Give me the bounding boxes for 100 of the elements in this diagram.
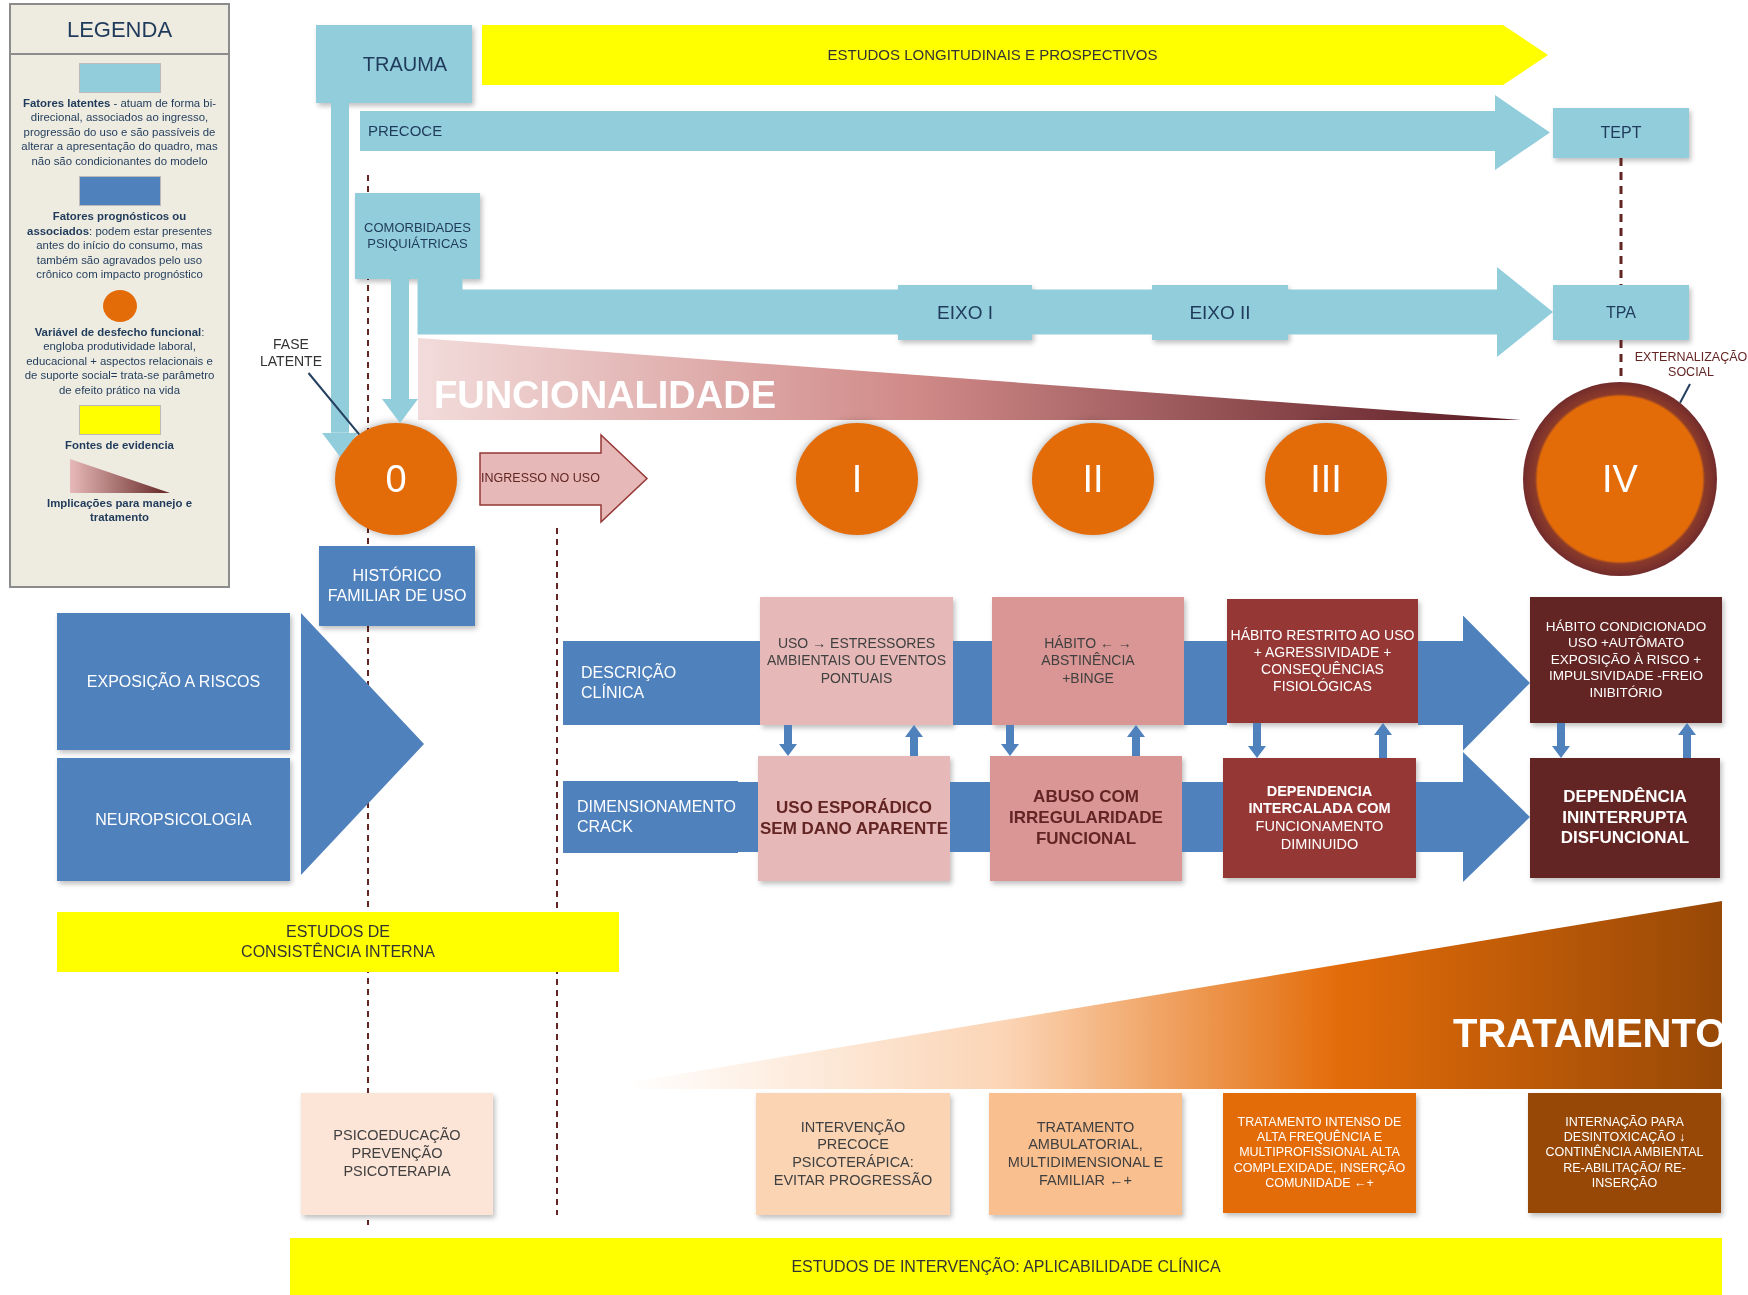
arrow	[1374, 723, 1392, 758]
evidence-band	[57, 912, 619, 972]
box-label: DEPENDENCIA INTERCALADA COM FUNCIONAMENTO DIMINUIDO	[1247, 782, 1392, 854]
evidence-banner	[482, 25, 1548, 85]
treatment-box	[1223, 1093, 1416, 1213]
treatment-box	[1528, 1093, 1721, 1213]
box-label: HÁBITO CONDICIONADO USO +AUTÔMATO EXPOSIÇÃO À RISCO + IMPULSIVIDADE -FREIO INIBITÓRIO	[1544, 618, 1708, 702]
stage-box	[990, 756, 1182, 881]
box-label: DESCRIÇÃO CLÍNICA	[581, 663, 678, 703]
box-label: ESTUDOS DE CONSISTÊNCIA INTERNA	[240, 922, 436, 962]
stage-number: IV	[1602, 456, 1638, 502]
box-label: EXPOSIÇÃO A RISCOS	[86, 671, 261, 692]
box-label: INTERVENÇÃO PRECOCE PSICOTERÁPICA: EVITAR PROGRESSÃO	[772, 1118, 934, 1190]
factor-box	[1553, 285, 1689, 340]
box-label: EIXO I	[937, 300, 993, 325]
box-label: ABUSO COM IRREGULARIDADE FUNCIONAL	[1008, 787, 1164, 850]
leader-line	[1679, 383, 1691, 404]
description-box	[760, 597, 953, 725]
arrow	[1001, 725, 1019, 756]
factor-box	[57, 758, 290, 881]
legend-title: LEGENDA	[11, 5, 228, 55]
factor-box	[319, 546, 475, 626]
evidence-band	[290, 1238, 1722, 1295]
wedge-title: FUNCIONALIDADE	[434, 373, 776, 418]
flow-arrow	[1288, 267, 1553, 357]
stage-circle	[1032, 423, 1154, 535]
box-label: TRATAMENTO AMBULATORIAL, MULTIDIMENSIONAL E FAMILIAR ←+	[1006, 1118, 1165, 1190]
stage-circle	[796, 423, 918, 535]
stage-box	[1530, 758, 1720, 878]
box-label: NEUROPSICOLOGIA	[95, 809, 252, 830]
stage-box	[758, 756, 950, 881]
stage-box	[1223, 758, 1416, 878]
flow-band	[417, 279, 898, 335]
box-label: HISTÓRICO FAMILIAR DE USO	[326, 566, 468, 606]
box-label: HÁBITO ← → ABSTINÊNCIA +BINGE	[1040, 635, 1136, 687]
flow-band	[1032, 289, 1152, 335]
description-box	[1530, 597, 1722, 723]
treatment-box	[756, 1093, 950, 1215]
arrow	[1127, 725, 1145, 756]
box-label: COMORBIDADES PSIQUIÁTRICAS	[363, 220, 472, 252]
arrow-label: ESTUDOS LONGITUDINAIS E PROSPECTIVOS	[826, 44, 1159, 65]
arrow	[779, 725, 797, 756]
arrow	[1678, 723, 1696, 758]
box-label: INTERNAÇÃO PARA DESINTOXICAÇÃO ↓ CONTINÊNCIA AMBIENTAL RE-ABILITAÇÃO/ RE-INSERÇÃO	[1544, 1114, 1705, 1192]
box-label: TRAUMA	[362, 51, 448, 77]
entry-banner	[480, 435, 647, 522]
flow-arrow	[1418, 615, 1530, 751]
box-label: DEPENDÊNCIA ININTERRUPTA DISFUNCIONAL	[1559, 786, 1691, 850]
flow-band	[1184, 641, 1227, 725]
legend-text: Fatores latentes - atuam de forma bi-direcional, associados ao ingresso, progressão do uso e são passíveis de alterar a apresentação do quadro, mas não são condicionantes do modelo	[20, 96, 219, 169]
dashed-line	[1619, 158, 1623, 285]
wedge-title: TRATAMENTO	[1453, 1010, 1727, 1057]
factor-box	[1553, 108, 1689, 158]
stage-number: I	[851, 456, 863, 502]
flow-band	[713, 641, 760, 725]
box-label: TRATAMENTO INTENSO DE ALTA FREQUÊNCIA E MULTIPROFISSIONAL ALTA COMPLEXIDADE, INSERÇÃO COMUNIDADE ←+	[1232, 1114, 1407, 1192]
arrow-label: INGRESSO NO USO	[480, 470, 601, 488]
box-label: PSICOEDUCAÇÃO PREVENÇÃO PSICOTERAPIA	[332, 1127, 462, 1181]
factor-box	[316, 25, 472, 103]
flow-arrow	[1416, 752, 1530, 882]
arrow	[1248, 723, 1266, 758]
box-label: TPA	[1606, 302, 1636, 323]
factor-box	[355, 193, 480, 279]
legend-text: Fontes de evidencia	[64, 438, 175, 453]
description-box	[992, 597, 1184, 725]
arrow-label: PRECOCE	[368, 120, 443, 141]
arrow	[905, 725, 923, 756]
chevron-shape	[301, 613, 424, 875]
treatment-box	[301, 1093, 493, 1215]
stage-number: III	[1310, 456, 1342, 502]
stage-circle	[1265, 423, 1387, 535]
annotation-text: EXTERNALIZAÇÃO SOCIAL	[1634, 349, 1748, 381]
flow-band	[1182, 782, 1223, 852]
factor-box	[563, 641, 713, 725]
legend-text: Implicações para manejo e tratamento	[46, 495, 193, 525]
stage-number: II	[1082, 456, 1104, 502]
stage-circle	[335, 423, 457, 535]
box-label: USO ESPORÁDICO SEM DANO APARENTE	[759, 797, 949, 840]
box-label: ESTUDOS DE INTERVENÇÃO: APLICABILIDADE CLÍNICA	[791, 1256, 1221, 1277]
stage-number: 0	[385, 456, 407, 502]
annotation-text: FASE LATENTE	[259, 335, 323, 371]
factor-banner	[360, 95, 1550, 170]
treatment-box	[989, 1093, 1182, 1215]
flow-band	[950, 782, 990, 852]
flow-band	[738, 782, 758, 852]
box-label: HÁBITO RESTRITO AO USO + AGRESSIVIDADE + CONSEQUÊNCIAS FISIOLÓGICAS	[1229, 626, 1416, 696]
factor-box	[563, 781, 738, 853]
flow-band	[953, 641, 992, 725]
box-label: DIMENSIONAMENTO CRACK	[577, 797, 737, 837]
box-label: USO → ESTRESSORES AMBIENTAIS OU EVENTOS PONTUAIS	[765, 635, 948, 687]
arrow	[322, 103, 358, 457]
leader-line	[307, 372, 361, 436]
description-box	[1227, 599, 1418, 723]
box-label: TEPT	[1600, 123, 1642, 143]
factor-box	[57, 613, 290, 750]
arrow	[382, 279, 418, 424]
box-label: EIXO II	[1189, 300, 1251, 325]
legend-text: Fatores prognósticos ou associados: podem estar presentes antes do início do consumo, mas também são agravados pelo uso crônico com impacto prognóstico	[26, 209, 213, 282]
legend-text: Variável de desfecho funcional: engloba produtividade laboral, educacional + aspectos relacionais e de suporte social= trata-se parâmetro de efeito prático na vida	[23, 324, 216, 398]
arrow	[1552, 723, 1570, 758]
